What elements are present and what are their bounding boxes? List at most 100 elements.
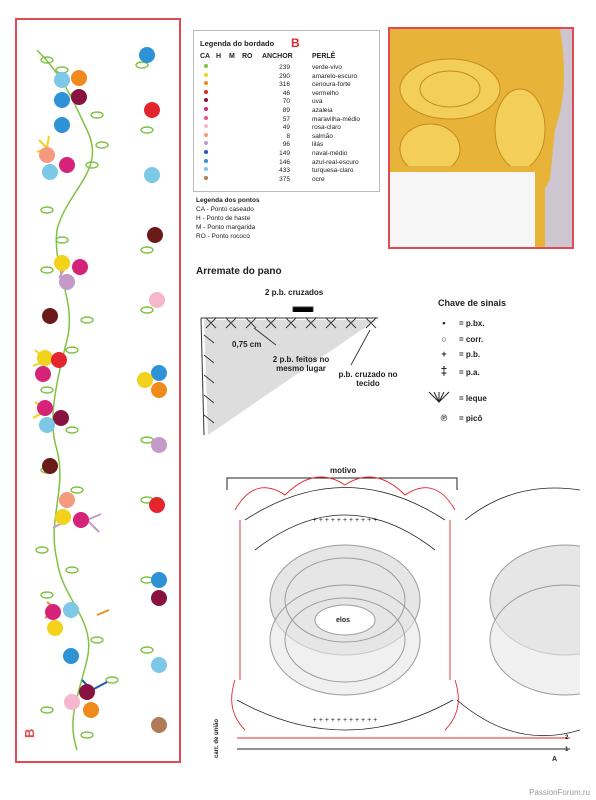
anchor-number: 96	[282, 141, 290, 149]
legend-row: 375 ocre	[194, 175, 380, 185]
thread-color-swatch	[204, 89, 208, 94]
thread-color-name: amarelo-escuro	[312, 72, 358, 80]
anchor-number: 239	[279, 64, 290, 71]
legend-row: 46 vermelho	[194, 89, 380, 99]
single-crochet-icon: +	[441, 349, 447, 359]
thread-color-swatch	[204, 132, 208, 137]
thread-color-swatch	[204, 150, 208, 154]
thread-color-name: uva	[312, 98, 323, 106]
anchor-number: 89	[282, 107, 290, 114]
legend-row: 290 amarelo-escuro	[194, 72, 380, 82]
thread-color-name: ocre	[312, 175, 325, 183]
anchor-number: 290	[279, 72, 290, 80]
legend-title: Legenda do bordado	[200, 39, 275, 48]
header-h: H	[216, 53, 222, 60]
symbol-slip: = p.bx.	[459, 319, 485, 328]
anchor-number: 375	[279, 175, 290, 183]
legend-row: 146 azul-real-escuro	[194, 158, 380, 168]
symbol-single: = p.b.	[459, 350, 481, 359]
panel-letter: B	[22, 728, 37, 738]
symbol-key: • = p.bx. ○ = corr. + = p.b. ‡ = p.a. = …	[428, 318, 555, 438]
row-number-2: 2	[565, 735, 569, 741]
motif-label: motivo	[330, 466, 357, 475]
stitch-m: M - Ponto margarida	[196, 224, 256, 231]
double-crochet-icon: ‡	[440, 364, 448, 378]
crochet-edge-photo	[388, 27, 574, 249]
thread-color-name: azaleia	[312, 107, 333, 114]
legend-row: 433 turquesa-claro	[194, 167, 380, 176]
crochet-chart: + + + + + + + + + + + + + + + + + + + + …	[195, 460, 596, 765]
thread-color-name: lilás	[312, 141, 324, 149]
header-anchor: ANCHOR	[262, 53, 293, 60]
symbol-double: = p.a.	[459, 368, 480, 377]
thread-color-name: vermelho	[312, 89, 339, 97]
anchor-number: 57	[282, 115, 290, 123]
legend-row: 49 rosa-claro	[194, 124, 380, 133]
thread-color-swatch	[204, 141, 208, 146]
thread-color-name: turquesa-claro	[312, 167, 354, 175]
anchor-number: 70	[282, 98, 290, 106]
crochet-chart-drawing: + + + + + + + + + + + + + + + + + + + + …	[226, 476, 596, 750]
header-perle: PERLÊ	[312, 53, 336, 60]
symbols-title: Chave de sinais	[438, 298, 507, 308]
thread-color-name: azul-real-escuro	[312, 158, 359, 166]
legend-row: 57 maravilha-médio	[194, 115, 380, 125]
thread-color-name: cenoura-forte	[312, 81, 351, 89]
stitch-h: H - Ponto de haste	[196, 215, 251, 222]
join-label: carr. de união	[214, 718, 220, 758]
legend-badge: B	[291, 36, 300, 50]
stitch-ro: RO - Ponto rococó	[196, 233, 250, 240]
thread-color-swatch	[204, 107, 208, 111]
finish-title: Arremate do pano	[196, 266, 282, 277]
thread-color-swatch	[204, 115, 208, 120]
stitch-legend-title: Legenda dos pontos	[196, 197, 260, 204]
thread-color-swatch	[204, 72, 208, 77]
legend-row: 96 lilás	[194, 141, 380, 150]
svg-text:+ + + + + + + + + + +: + + + + + + + + + + +	[313, 517, 377, 524]
symbol-fan: = leque	[459, 394, 487, 403]
label-same-place: 2 p.b. feitos no mesmo lugar	[272, 355, 330, 373]
chart-corner-letter: A	[552, 756, 558, 763]
label-crossed: 2 p.b. cruzados	[265, 288, 324, 297]
thread-legend: Legenda do bordado B CA H M RO ANCHOR PE…	[193, 30, 380, 192]
thread-color-swatch	[204, 64, 208, 68]
finish-diagram	[196, 300, 386, 440]
header-ro: RO	[242, 53, 253, 60]
row-number-1: 1	[565, 747, 569, 753]
symbol-chain: = corr.	[459, 335, 484, 344]
picot-icon: ℗	[440, 413, 448, 423]
thread-color-swatch	[204, 98, 208, 103]
thread-color-name: naval-médio	[312, 150, 348, 157]
anchor-number: 433	[279, 167, 290, 175]
symbol-picot: = picô	[459, 414, 483, 423]
slip-stitch-icon: •	[442, 318, 446, 328]
stitch-ca: CA - Ponto caseado	[196, 206, 254, 213]
chain-icon: ○	[441, 334, 447, 344]
thread-color-swatch	[204, 175, 208, 180]
header-ca: CA	[200, 53, 211, 60]
anchor-number: 8	[286, 132, 290, 140]
legend-row: 8 salmão	[194, 132, 380, 142]
legend-row: 239 verde-vivo	[194, 64, 380, 73]
legend-row: 70 uva	[194, 98, 380, 107]
finish-diagram-drawing	[200, 306, 378, 436]
thread-color-name: verde-vivo	[312, 64, 342, 71]
header-m: M	[229, 53, 235, 60]
fan-icon	[427, 390, 451, 409]
crochet-photo-illustration	[390, 29, 572, 247]
embroidery-vine-illustration	[32, 47, 167, 751]
thread-color-name: rosa-claro	[312, 124, 341, 132]
thread-color-name: maravilha-médio	[312, 115, 361, 123]
center-label: elos	[336, 617, 351, 624]
thread-color-swatch	[204, 124, 208, 129]
thread-color-swatch	[204, 167, 208, 172]
watermark: PassionForum.ru	[529, 788, 590, 797]
anchor-number: 49	[282, 124, 290, 132]
anchor-number: 46	[282, 89, 290, 97]
anchor-number: 146	[279, 158, 290, 166]
legend-row: 89 azaleia	[194, 107, 380, 116]
thread-color-name: salmão	[312, 132, 333, 140]
